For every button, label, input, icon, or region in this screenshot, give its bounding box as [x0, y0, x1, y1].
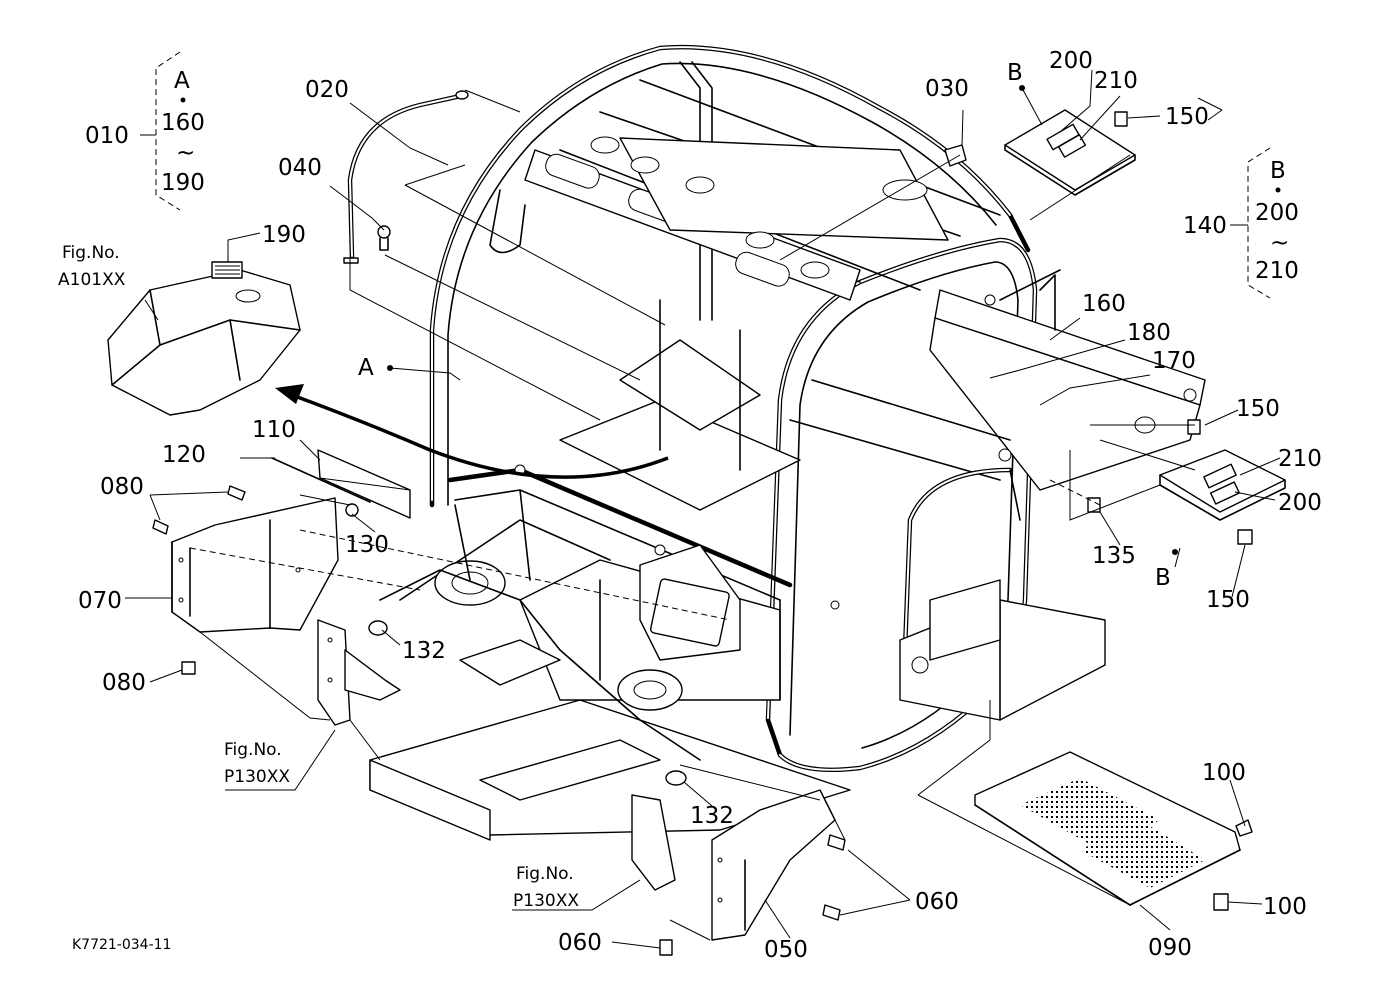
callout-060-bottom: 060: [558, 930, 602, 956]
group-140-tilde: ~: [1270, 230, 1289, 256]
fig-p130-bottom-line1: Fig.No.: [516, 864, 574, 884]
callout-210-right: 210: [1278, 446, 1322, 472]
callout-190: 190: [262, 222, 306, 248]
callout-132-left: 132: [402, 638, 446, 664]
callout-labels: 020 030 040 190 200 210 150 B 160 180 17…: [78, 48, 1322, 963]
callout-080-bottom: 080: [102, 670, 146, 696]
callout-a: A: [358, 355, 374, 381]
plate-b-right: [1159, 419, 1286, 545]
drawing-code: K7721-034-11: [72, 937, 171, 953]
group-010-to: 190: [161, 170, 205, 196]
callout-040: 040: [278, 155, 322, 181]
group-010-letter: A: [174, 68, 190, 94]
callout-150-mid: 150: [1236, 396, 1280, 422]
group-bracket-140: 140 B 200 ~ 210: [1183, 147, 1299, 299]
side-cover-left: [171, 497, 339, 633]
fig-p130-left-line2: P130XX: [224, 767, 290, 787]
callout-020: 020: [305, 77, 349, 103]
ref-dot-b-top: [1019, 85, 1025, 91]
callout-210-top: 210: [1094, 68, 1138, 94]
assembly-lines: [189, 89, 1196, 941]
roof-handle-part: [343, 90, 526, 264]
callout-090: 090: [1148, 935, 1192, 961]
group-140-number: 140: [1183, 213, 1227, 239]
bolt-060-set: [659, 834, 846, 956]
perforated-area: [1020, 778, 1205, 888]
callout-132-bottom: 132: [690, 803, 734, 829]
callout-100-top: 100: [1202, 760, 1246, 786]
cabin-frame: [369, 44, 1206, 841]
group-140-from: 200: [1255, 200, 1299, 226]
removal-arrow: [275, 384, 669, 479]
plug-132-bottom: [665, 770, 687, 786]
group-010-from: 160: [161, 110, 205, 136]
fuel-tank: [107, 261, 301, 416]
callout-200-right: 200: [1278, 490, 1322, 516]
callout-070: 070: [78, 588, 122, 614]
callout-180: 180: [1127, 320, 1171, 346]
callout-200-top: 200: [1049, 48, 1093, 74]
callout-135: 135: [1092, 543, 1136, 569]
callout-100-bottom: 100: [1263, 894, 1307, 920]
callout-080-top: 080: [100, 474, 144, 500]
group-140-letter: B: [1270, 158, 1286, 184]
callout-160: 160: [1082, 291, 1126, 317]
callout-150-top: 150: [1165, 104, 1209, 130]
callout-050: 050: [764, 937, 808, 963]
callout-120: 120: [162, 442, 206, 468]
callout-170: 170: [1152, 348, 1196, 374]
callout-030: 030: [925, 76, 969, 102]
callout-060-right: 060: [915, 889, 959, 915]
fig-tank-line2: A101XX: [58, 270, 126, 290]
group-140-to: 210: [1255, 258, 1299, 284]
group-bracket-010: 010 A 160 ~ 190: [85, 51, 205, 211]
callout-150-bottom: 150: [1206, 587, 1250, 613]
floor-plate-090: [974, 751, 1241, 906]
leader-lines: [125, 69, 1281, 949]
fig-p130-bottom-line2: P130XX: [513, 891, 579, 911]
plug-132-left: [368, 620, 388, 636]
callout-b-right: B: [1155, 565, 1171, 591]
plate-b-top: [1004, 109, 1136, 196]
callout-b-top: B: [1007, 60, 1023, 86]
ref-dot-a: [387, 365, 393, 371]
ref-dot-b-right: [1172, 549, 1178, 555]
bolt-100-bottom: [1213, 893, 1229, 911]
bracket-left-lower: [317, 619, 401, 726]
callout-130: 130: [345, 532, 389, 558]
fig-tank-line1: Fig.No.: [62, 243, 120, 263]
fig-p130-left-line1: Fig.No.: [224, 740, 282, 760]
group-010-tilde: ~: [176, 140, 195, 166]
callout-110: 110: [252, 417, 296, 443]
bracket-050: [631, 789, 836, 941]
group-010-number: 010: [85, 123, 129, 149]
